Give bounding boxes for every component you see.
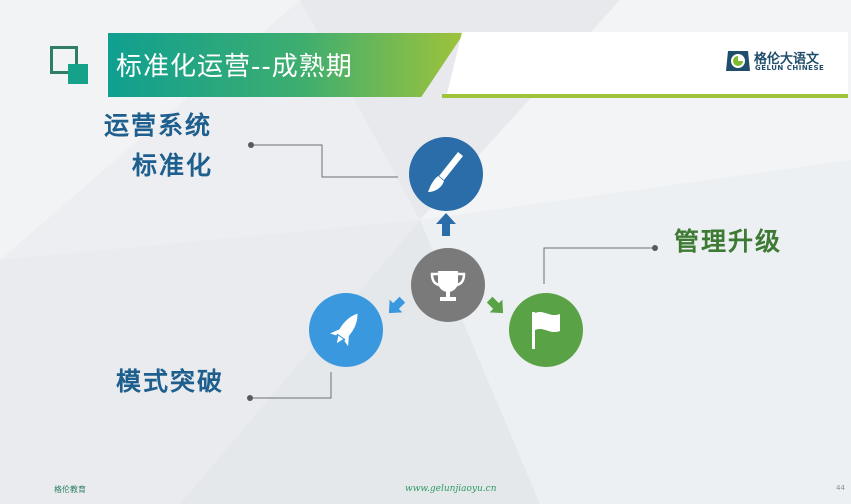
- gelun-logo-icon: [726, 51, 750, 71]
- connector-left: [250, 372, 332, 399]
- footer-company: 格伦教育: [54, 485, 86, 494]
- connector-right-dot: [652, 245, 658, 251]
- label-mode-breakthrough: 模式突破: [116, 367, 225, 396]
- arrow-down-right-icon: [486, 296, 504, 314]
- trophy-icon: [430, 271, 466, 301]
- arrow-up-icon: [436, 213, 456, 236]
- connector-left-dot: [247, 395, 253, 401]
- connector-top-dot: [248, 142, 254, 148]
- arrow-down-left-icon: [388, 296, 406, 314]
- logo-underline: [442, 94, 848, 98]
- logo-name-en: GELUN CHINESE: [755, 64, 825, 72]
- connector-top: [251, 144, 398, 178]
- slide-title: 标准化运营--成熟期: [116, 52, 353, 82]
- logo-banner: [446, 32, 848, 98]
- page-number: 44: [836, 484, 845, 492]
- flag-icon: [532, 311, 560, 349]
- label-operation-system: 运营系统: [104, 111, 213, 140]
- label-management-upgrade: 管理升级: [674, 227, 783, 256]
- connector-right: [543, 247, 655, 284]
- rocket-icon: [330, 313, 358, 347]
- paintbrush-icon: [428, 152, 463, 192]
- label-standardization: 标准化: [132, 151, 214, 180]
- corner-decoration: [50, 46, 90, 86]
- footer-website: www.gelunjiaoyu.cn: [405, 484, 497, 494]
- title-banner: [108, 33, 464, 97]
- logo-name-cn: 格伦大语文: [754, 52, 820, 67]
